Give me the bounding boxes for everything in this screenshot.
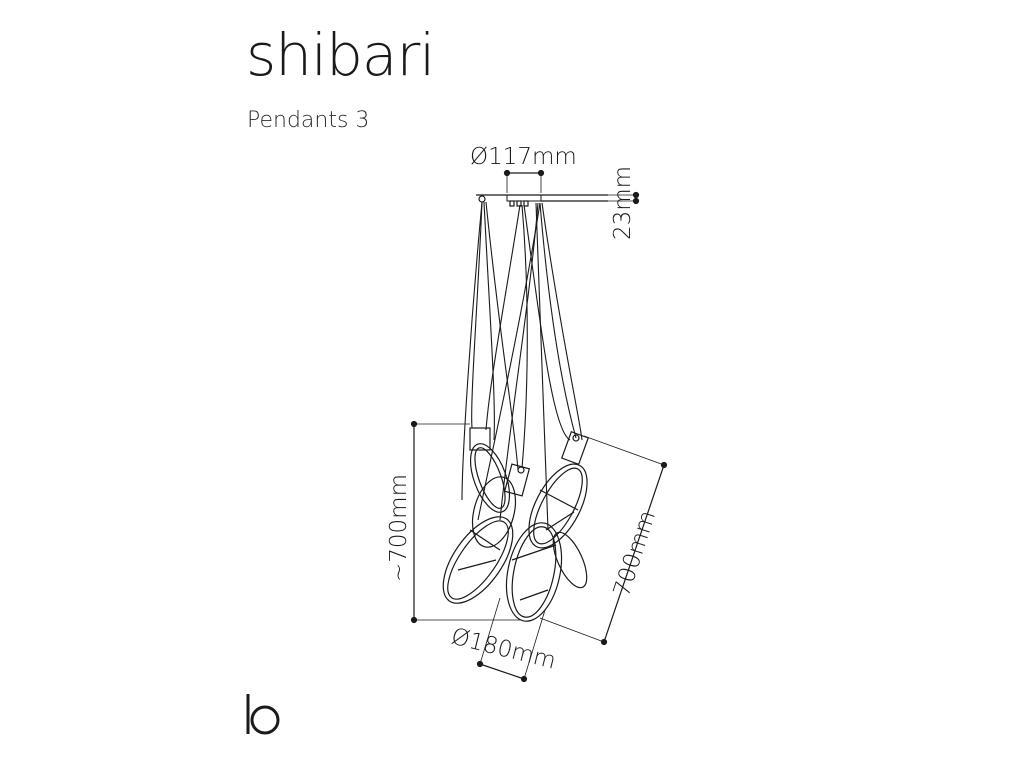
pendant-right [528, 430, 590, 589]
brand-logo [244, 690, 284, 744]
brand-title: shibari [246, 21, 435, 89]
canopy-diameter-label: Ø117mm [470, 144, 577, 170]
pendant-length-label: 700mm [609, 507, 661, 599]
pendant-middle [503, 463, 563, 622]
pendant-length-dimension [539, 435, 668, 646]
pendant-left [442, 427, 517, 604]
drop-height-dimension [410, 420, 520, 624]
canopy-diameter-dimension [503, 169, 545, 193]
drop-height-label: ~700mm [386, 474, 412, 582]
canopy-height-label: 23mm [610, 166, 636, 240]
brand-logo-mark [246, 694, 280, 735]
pendant-diameter-label: Ø180mm [449, 624, 559, 675]
product-subtitle: Pendants 3 [247, 108, 370, 133]
canopy [476, 194, 608, 207]
pendant-diameter-dimension [476, 597, 546, 683]
canopy-height-dimension [608, 191, 640, 205]
suspension-cables [461, 201, 583, 531]
